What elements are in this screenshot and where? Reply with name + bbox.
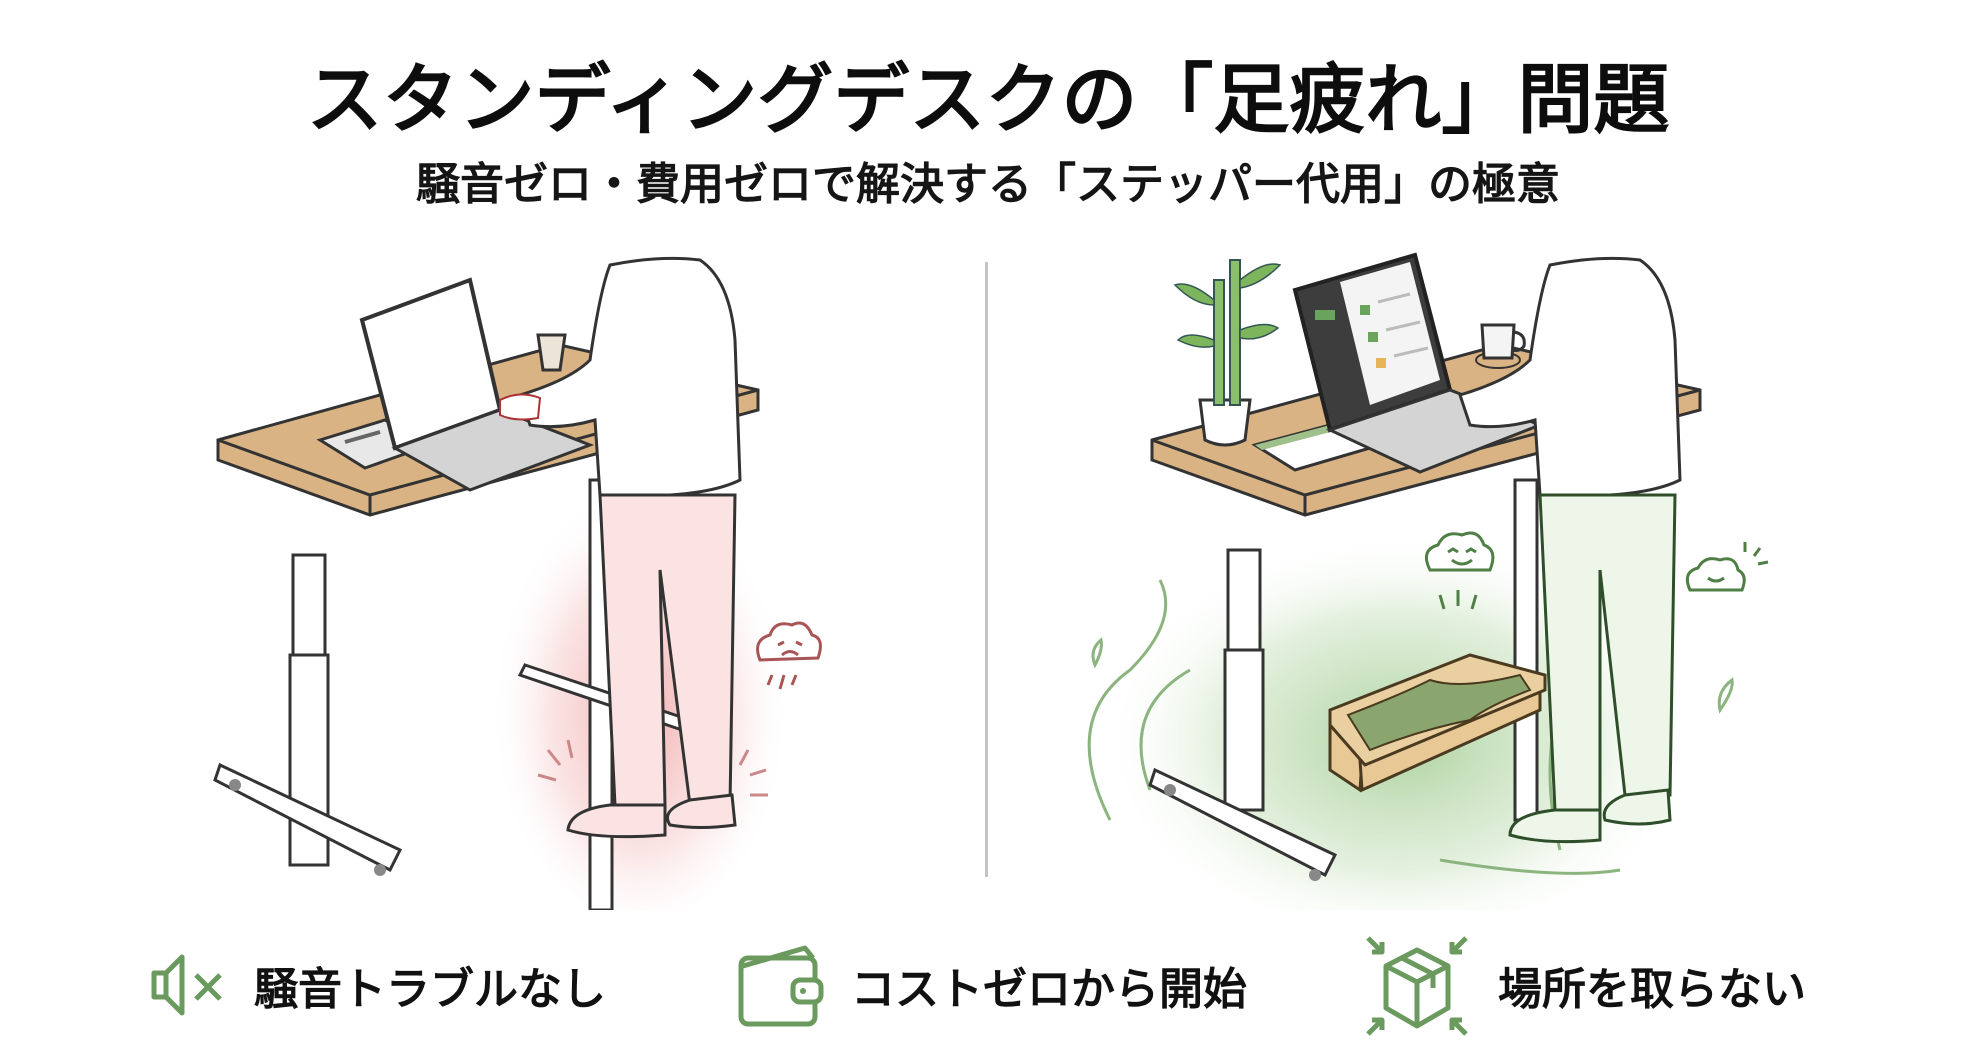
feature-no-noise: 騒音トラブルなし xyxy=(148,930,606,1040)
after-illustration-panel xyxy=(1000,250,1960,910)
before-illustration-panel xyxy=(0,250,960,910)
panel-divider xyxy=(985,262,988,877)
laptop-screen-app xyxy=(1315,292,1429,368)
wooden-footrest-stepper xyxy=(1328,653,1547,793)
cup xyxy=(536,333,567,372)
comfortable-standing-illustration xyxy=(1087,252,1769,910)
desk-foot xyxy=(213,762,403,873)
feature-label: 騒音トラブルなし xyxy=(254,964,606,1015)
sad-rain-cloud-icon xyxy=(756,621,822,690)
page-subtitle: 騒音ゼロ・費用ゼロで解決する「ステッパー代用」の極意 xyxy=(416,159,1560,210)
tired-standing-illustration xyxy=(213,256,822,910)
feature-row: 騒音トラブルなし コストゼロから開始 xyxy=(0,930,1976,1040)
feature-space-saving: 場所を取らない xyxy=(1362,930,1806,1040)
happy-cloud-icon xyxy=(1424,531,1495,610)
sunny-cloud-icon xyxy=(1685,542,1769,592)
page-title: スタンディングデスクの「足疲れ」問題 xyxy=(306,55,1670,144)
speaker-muted-icon xyxy=(148,945,228,1025)
coffee-mug xyxy=(1475,323,1526,369)
feature-zero-cost: コストゼロから開始 xyxy=(735,930,1247,1040)
laptop-keyboard xyxy=(391,408,595,492)
desk-foot xyxy=(1148,767,1338,878)
pain-marks xyxy=(537,739,768,797)
compact-box-icon xyxy=(1362,930,1472,1040)
feature-label: コストゼロから開始 xyxy=(851,964,1247,1015)
feature-label: 場所を取らない xyxy=(1498,964,1806,1015)
bamboo-plant xyxy=(1173,259,1282,447)
wallet-icon xyxy=(735,940,825,1030)
